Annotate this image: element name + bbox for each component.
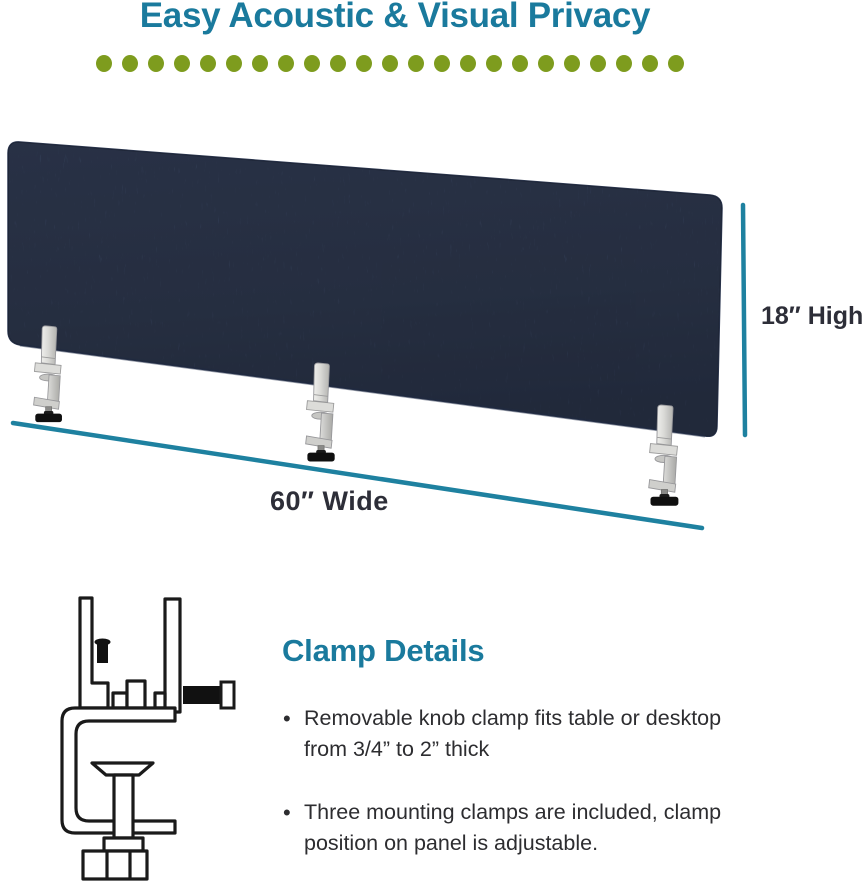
clamp-details-section: Clamp Details Removable knob clamp fits … — [282, 633, 782, 882]
dot-icon — [434, 55, 450, 72]
dot-icon — [512, 55, 528, 72]
clamp-line-drawing-icon — [60, 596, 236, 881]
dot-icon — [200, 55, 216, 72]
clamp-details-list: Removable knob clamp fits table or deskt… — [282, 703, 756, 859]
dot-icon — [252, 55, 268, 72]
dot-icon — [226, 55, 242, 72]
clamp-details-bullet-2: Three mounting clamps are included, clam… — [283, 797, 756, 859]
height-dimension-line — [740, 202, 748, 438]
dot-icon — [486, 55, 502, 72]
dot-icon — [616, 55, 632, 72]
clamp-details-heading: Clamp Details — [282, 633, 485, 668]
dots-divider — [96, 55, 684, 72]
dot-icon — [590, 55, 606, 72]
dot-icon — [460, 55, 476, 72]
privacy-panel-illustration — [7, 141, 748, 531]
clamp-details-bullet-1: Removable knob clamp fits table or deskt… — [283, 703, 756, 765]
dot-icon — [408, 55, 424, 72]
dot-icon — [304, 55, 320, 72]
dot-icon — [642, 55, 658, 72]
acoustic-panel — [7, 141, 723, 438]
dot-icon — [668, 55, 684, 72]
dot-icon — [330, 55, 346, 72]
dot-icon — [148, 55, 164, 72]
dot-icon — [174, 55, 190, 72]
dot-icon — [96, 55, 112, 72]
dot-icon — [538, 55, 554, 72]
dot-icon — [356, 55, 372, 72]
dot-icon — [278, 55, 294, 72]
dot-icon — [382, 55, 398, 72]
width-dimension-line — [10, 420, 705, 531]
page-title: Easy Acoustic & Visual Privacy — [139, 0, 651, 35]
panel-bolt-icon — [94, 638, 111, 663]
side-bolt-icon — [183, 680, 236, 710]
dot-icon — [122, 55, 138, 72]
dot-icon — [564, 55, 580, 72]
height-dimension-label: 18″ High — [761, 302, 863, 330]
width-dimension-label: 60″ Wide — [270, 486, 389, 516]
